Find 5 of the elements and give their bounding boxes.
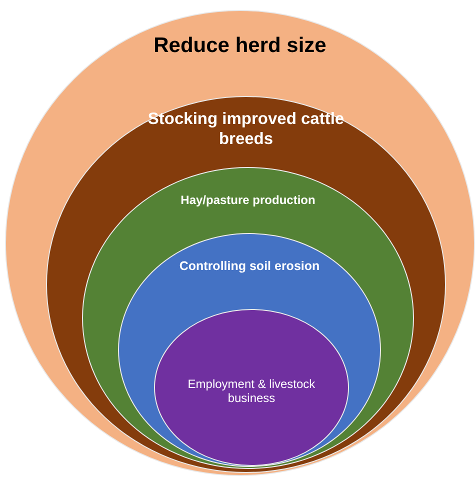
region-label: Reduce herd size (152, 33, 328, 58)
region-label: Stocking improved cattle breeds (146, 110, 346, 150)
region-label: Controlling soil erosion (178, 259, 321, 274)
region-label: Employment & livestock business (186, 377, 316, 406)
region-label: Hay/pasture production (180, 193, 316, 208)
